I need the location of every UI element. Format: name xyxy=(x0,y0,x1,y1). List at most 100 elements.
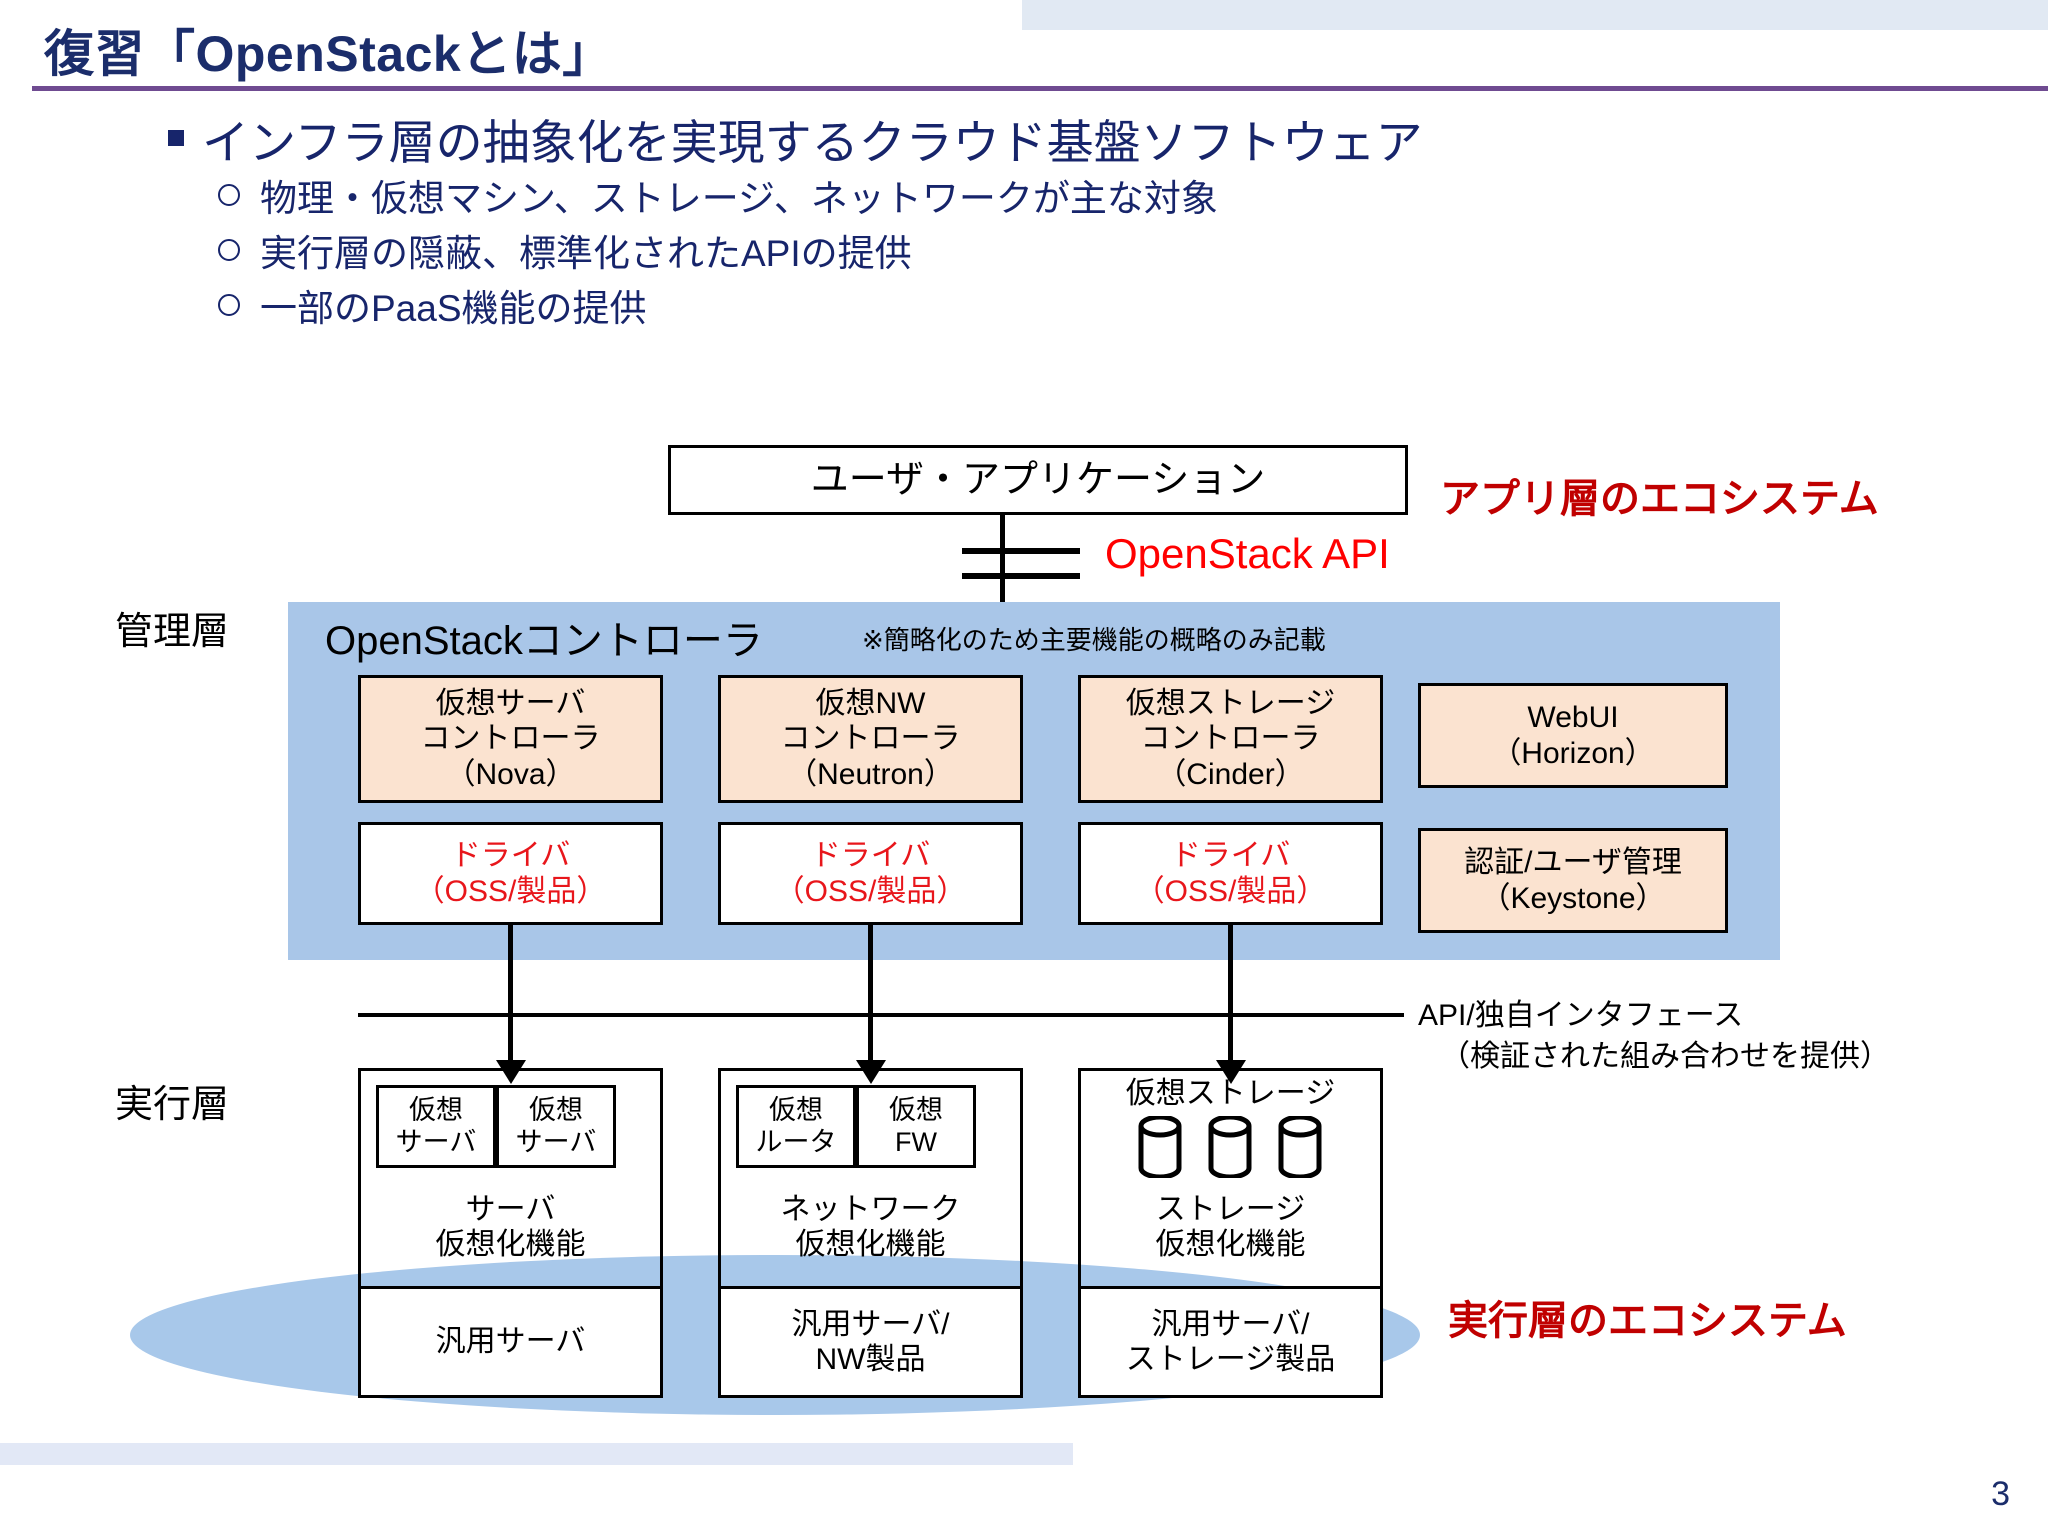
bullet-level2-3: 一部のPaaS機能の提供 xyxy=(218,278,647,332)
storage-cylinder-icon xyxy=(1138,1116,1182,1178)
exec-header-storage: 仮想ストレージ xyxy=(1078,1072,1383,1116)
exec-bottom-network: 汎用サーバ/ NW製品 xyxy=(718,1286,1023,1398)
arrow-line-network xyxy=(868,925,873,1070)
neutron-line1: 仮想NW xyxy=(815,686,926,720)
exec-header-storage-label: 仮想ストレージ xyxy=(1125,1077,1336,1111)
controller-component-cinder: 仮想ストレージ コントローラ （Cinder） xyxy=(1078,675,1383,803)
bullet-level1-label: インフラ層の抽象化を実現するクラウド基盤ソフトウェア xyxy=(202,116,1423,169)
neutron-line2: コントローラ xyxy=(780,722,961,756)
controller-component-nova: 仮想サーバ コントローラ （Nova） xyxy=(358,675,663,803)
arrow-line-storage xyxy=(1228,925,1233,1070)
driver-box-cinder: ドライバ （OSS/製品） xyxy=(1078,822,1383,925)
vrouter-line1: 仮想 xyxy=(769,1094,823,1125)
bullet-level2-2-label: 実行層の隠蔽、標準化されたAPIの提供 xyxy=(260,233,912,274)
cinder-line2: コントローラ xyxy=(1140,722,1321,756)
vserver1-line2: サーバ xyxy=(395,1126,477,1157)
bullet-level1: インフラ層の抽象化を実現するクラウド基盤ソフトウェア xyxy=(168,104,1423,173)
arrow-head-storage xyxy=(1216,1060,1246,1084)
storage-cylinder-icon xyxy=(1208,1116,1252,1178)
exec-sub-box-vserver-1: 仮想 サーバ xyxy=(376,1085,496,1168)
cinder-line1: 仮想ストレージ xyxy=(1125,686,1336,720)
driver-cinder-line1: ドライバ xyxy=(1170,839,1291,873)
nova-line3: （Nova） xyxy=(445,757,576,791)
exec-middle-server: サーバ 仮想化機能 xyxy=(358,1168,663,1286)
controller-component-keystone: 認証/ユーザ管理 （Keystone） xyxy=(1418,828,1728,933)
bullet-level2-1: 物理・仮想マシン、ストレージ、ネットワークが主な対象 xyxy=(218,168,1218,222)
controller-component-horizon: WebUI （Horizon） xyxy=(1418,683,1728,788)
vserver1-line1: 仮想 xyxy=(409,1094,463,1125)
exec-bottom-storage-line2: ストレージ製品 xyxy=(1125,1343,1336,1376)
keystone-line2: （Keystone） xyxy=(1480,881,1666,915)
circle-bullet-icon xyxy=(218,184,240,206)
controller-component-neutron: 仮想NW コントローラ （Neutron） xyxy=(718,675,1023,803)
exec-bottom-network-line2: NW製品 xyxy=(815,1343,926,1376)
management-layer-label: 管理層 xyxy=(115,611,230,653)
api-connector-vline xyxy=(1000,515,1005,605)
horizon-line2: （Horizon） xyxy=(1491,736,1655,770)
app-layer-ecosystem-annotation: アプリ層のエコシステム xyxy=(1440,477,1879,521)
vfw-line2: FW xyxy=(895,1126,937,1157)
api-connector-hline-top xyxy=(962,548,1080,554)
bullet-level2-3-label: 一部のPaaS機能の提供 xyxy=(260,288,647,329)
exec-bottom-server: 汎用サーバ xyxy=(358,1286,663,1398)
bullet-level2-1-label: 物理・仮想マシン、ストレージ、ネットワークが主な対象 xyxy=(260,178,1218,219)
arrow-head-server xyxy=(496,1060,526,1084)
exec-sub-box-vrouter: 仮想 ルータ xyxy=(736,1085,856,1168)
driver-neutron-line2: （OSS/製品） xyxy=(774,874,967,908)
exec-middle-storage: ストレージ 仮想化機能 xyxy=(1078,1168,1383,1286)
interface-divider-line xyxy=(358,1013,1404,1017)
arrow-line-server xyxy=(508,925,513,1070)
controller-title: OpenStackコントローラ xyxy=(325,619,763,663)
driver-nova-line1: ドライバ xyxy=(450,839,571,873)
execution-layer-ecosystem-annotation: 実行層のエコシステム xyxy=(1448,1299,1847,1343)
square-bullet-icon xyxy=(168,130,184,146)
user-application-box: ユーザ・アプリケーション xyxy=(668,445,1408,515)
user-application-label: ユーザ・アプリケーション xyxy=(810,458,1266,501)
keystone-line1: 認証/ユーザ管理 xyxy=(1464,846,1682,880)
interface-annotation-line1: API/独自インタフェース xyxy=(1418,999,1744,1032)
exec-middle-server-line2: 仮想化機能 xyxy=(435,1228,586,1261)
bullet-level2-2: 実行層の隠蔽、標準化されたAPIの提供 xyxy=(218,223,912,277)
exec-sub-box-vfw: 仮想 FW xyxy=(856,1085,976,1168)
exec-middle-network-line1: ネットワーク xyxy=(780,1192,961,1226)
exec-middle-server-line1: サーバ xyxy=(465,1192,556,1226)
exec-middle-storage-line2: 仮想化機能 xyxy=(1155,1228,1306,1261)
exec-middle-storage-line1: ストレージ xyxy=(1155,1192,1306,1226)
controller-note: ※簡略化のため主要機能の概略のみ記載 xyxy=(862,625,1326,655)
interface-annotation-line2: （検証された組み合わせを提供） xyxy=(1440,1039,1890,1073)
execution-layer-label: 実行層 xyxy=(115,1084,230,1126)
driver-cinder-line2: （OSS/製品） xyxy=(1134,874,1327,908)
interface-annotation: API/独自インタフェース （検証された組み合わせを提供） xyxy=(1418,996,1890,1077)
exec-bottom-server-line1: 汎用サーバ xyxy=(435,1325,586,1359)
exec-bottom-storage: 汎用サーバ/ ストレージ製品 xyxy=(1078,1286,1383,1398)
exec-middle-network-line2: 仮想化機能 xyxy=(795,1228,946,1261)
page-number: 3 xyxy=(1991,1475,2010,1513)
arrow-head-network xyxy=(856,1060,886,1084)
circle-bullet-icon xyxy=(218,294,240,316)
page-title: 復習「OpenStackとは」 xyxy=(44,26,613,82)
nova-line2: コントローラ xyxy=(420,722,601,756)
neutron-line3: （Neutron） xyxy=(787,757,954,791)
bottom-decorative-bar xyxy=(0,1443,1073,1465)
driver-box-neutron: ドライバ （OSS/製品） xyxy=(718,822,1023,925)
driver-box-nova: ドライバ （OSS/製品） xyxy=(358,822,663,925)
exec-bottom-network-line1: 汎用サーバ/ xyxy=(791,1307,950,1341)
openstack-api-label: OpenStack API xyxy=(1105,530,1390,577)
title-underline-rule xyxy=(32,86,2048,91)
exec-sub-box-vserver-2: 仮想 サーバ xyxy=(496,1085,616,1168)
exec-bottom-storage-line1: 汎用サーバ/ xyxy=(1151,1307,1310,1341)
exec-middle-network: ネットワーク 仮想化機能 xyxy=(718,1168,1023,1286)
circle-bullet-icon xyxy=(218,239,240,261)
vserver2-line1: 仮想 xyxy=(529,1094,583,1125)
vserver2-line2: サーバ xyxy=(515,1126,597,1157)
top-decorative-bar xyxy=(1022,0,2048,30)
storage-cylinder-icon xyxy=(1278,1116,1322,1178)
nova-line1: 仮想サーバ xyxy=(435,686,586,720)
cinder-line3: （Cinder） xyxy=(1156,757,1305,791)
vfw-line1: 仮想 xyxy=(889,1094,943,1125)
horizon-line1: WebUI xyxy=(1527,701,1619,735)
vrouter-line2: ルータ xyxy=(755,1126,837,1157)
driver-nova-line2: （OSS/製品） xyxy=(414,874,607,908)
driver-neutron-line1: ドライバ xyxy=(810,839,931,873)
